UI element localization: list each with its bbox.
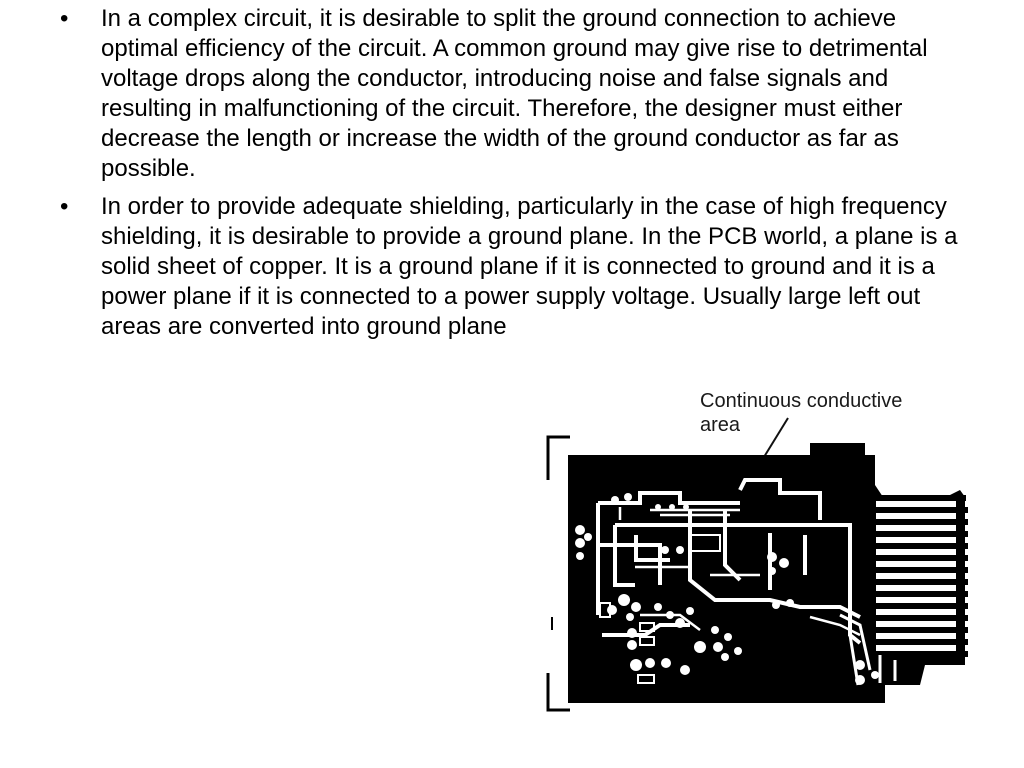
bullet-text: In a complex circuit, it is desirable to… <box>101 5 928 182</box>
callout-line-1: Continuous conductive <box>700 390 903 412</box>
pcb-fine-traces <box>618 507 861 637</box>
bullet-text: In order to provide adequate shielding, … <box>101 193 958 340</box>
bullet-item-ground-plane: • In order to provide adequate shielding… <box>60 192 960 342</box>
pcb-board-illustration <box>546 417 968 712</box>
callout-leader-line <box>763 417 789 458</box>
bullet-marker: • <box>60 5 69 32</box>
edge-connector-fingers <box>876 495 968 657</box>
callout-line-2: area <box>700 414 741 436</box>
bullet-marker: • <box>60 193 69 220</box>
pcb-ground-plane-figure: Continuous conductive area <box>540 385 980 725</box>
connector-gaps <box>876 501 956 651</box>
callout-label: Continuous conductive area <box>700 389 960 437</box>
pcb-pads <box>575 493 879 685</box>
bullet-item-ground-split: • In a complex circuit, it is desirable … <box>60 4 960 184</box>
corner-bracket-bottom <box>546 673 570 712</box>
pcb-pad-rings <box>599 534 721 684</box>
ground-plane-board <box>568 443 965 703</box>
corner-bracket-top <box>546 435 570 480</box>
bullet-list: • In a complex circuit, it is desirable … <box>60 4 960 350</box>
